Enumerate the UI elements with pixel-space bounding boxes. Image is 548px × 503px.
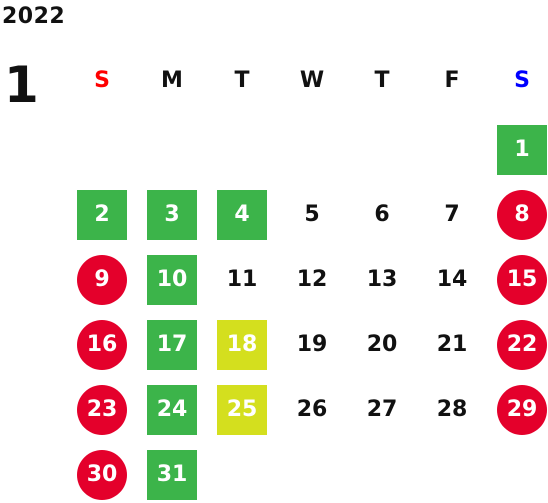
weekday-label: F (444, 68, 460, 93)
calendar-day[interactable]: 18 (217, 320, 267, 370)
weekday-label: S (94, 68, 110, 93)
month-label: 1 (4, 56, 39, 114)
weekday-label: W (299, 68, 325, 93)
calendar-day[interactable]: 8 (497, 190, 547, 240)
calendar-day[interactable]: 27 (366, 397, 398, 422)
calendar-day[interactable]: 11 (226, 267, 258, 292)
calendar-day[interactable]: 20 (366, 332, 398, 357)
calendar-day[interactable]: 2 (77, 190, 127, 240)
calendar-day[interactable]: 13 (366, 267, 398, 292)
year-label: 2022 (2, 4, 66, 29)
calendar-day[interactable]: 14 (436, 267, 468, 292)
calendar-day[interactable]: 6 (374, 202, 390, 227)
calendar-day[interactable]: 4 (217, 190, 267, 240)
calendar-day[interactable]: 19 (296, 332, 328, 357)
calendar-day[interactable]: 24 (147, 385, 197, 435)
calendar-day[interactable]: 22 (497, 320, 547, 370)
calendar-day[interactable]: 1 (497, 125, 547, 175)
weekday-label: T (374, 68, 390, 93)
calendar-day[interactable]: 9 (77, 255, 127, 305)
calendar-day[interactable]: 23 (77, 385, 127, 435)
calendar-day[interactable]: 5 (304, 202, 320, 227)
calendar-day[interactable]: 21 (436, 332, 468, 357)
calendar-day[interactable]: 26 (296, 397, 328, 422)
calendar-day[interactable]: 7 (444, 202, 460, 227)
calendar-day[interactable]: 3 (147, 190, 197, 240)
calendar-day[interactable]: 12 (296, 267, 328, 292)
weekday-label: S (514, 68, 530, 93)
calendar-day[interactable]: 10 (147, 255, 197, 305)
calendar-day[interactable]: 16 (77, 320, 127, 370)
calendar-day[interactable]: 25 (217, 385, 267, 435)
weekday-label: M (161, 68, 183, 93)
weekday-label: T (234, 68, 250, 93)
calendar-day[interactable]: 31 (147, 450, 197, 500)
calendar-day[interactable]: 15 (497, 255, 547, 305)
calendar-day[interactable]: 28 (436, 397, 468, 422)
calendar-day[interactable]: 29 (497, 385, 547, 435)
calendar-day[interactable]: 30 (77, 450, 127, 500)
calendar-day[interactable]: 17 (147, 320, 197, 370)
